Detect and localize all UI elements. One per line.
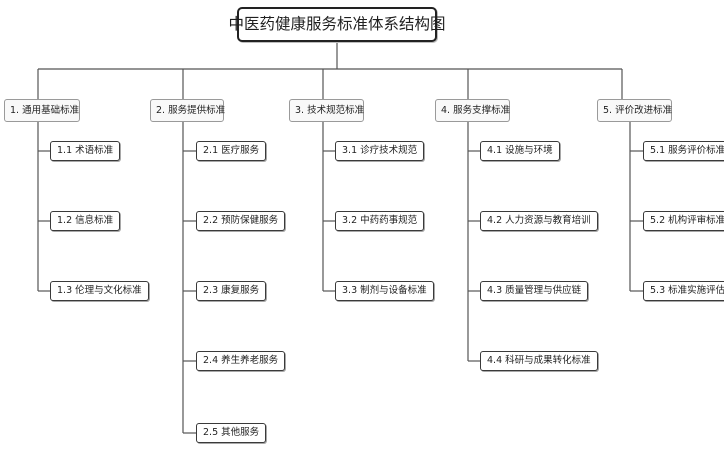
standard-node-1-3: 1.3 伦理与文化标准 — [50, 281, 149, 301]
standard-node-2-3: 2.3 康复服务 — [196, 281, 267, 301]
standard-node-4-2: 4.2 人力资源与教育培训 — [480, 211, 598, 231]
standard-node-4-1: 4.1 设施与环境 — [480, 141, 560, 161]
standard-node-3-3: 3.3 制剂与设备标准 — [335, 281, 434, 301]
category-node-technical-spec: 3. 技术规范标准 — [289, 99, 364, 122]
standard-node-3-2: 3.2 中药药事规范 — [335, 211, 425, 231]
category-node-service-provision: 2. 服务提供标准 — [150, 99, 225, 122]
standard-node-5-3: 5.3 标准实施评估 — [643, 281, 724, 301]
standard-node-2-2: 2.2 预防保健服务 — [196, 211, 286, 231]
standard-node-2-4: 2.4 养生养老服务 — [196, 351, 286, 371]
standard-node-4-3: 4.3 质量管理与供应链 — [480, 281, 589, 301]
standard-node-3-1: 3.1 诊疗技术规范 — [335, 141, 425, 161]
standard-node-1-1: 1.1 术语标准 — [50, 141, 121, 161]
category-node-service-support: 4. 服务支撑标准 — [435, 99, 510, 122]
standard-node-2-1: 2.1 医疗服务 — [196, 141, 267, 161]
standard-node-5-1: 5.1 服务评价标准 — [643, 141, 724, 161]
standard-node-4-4: 4.4 科研与成果转化标准 — [480, 351, 598, 371]
category-node-general-basic: 1. 通用基础标准 — [4, 99, 80, 122]
standard-node-1-2: 1.2 信息标准 — [50, 211, 121, 231]
standard-node-2-5: 2.5 其他服务 — [196, 423, 267, 443]
diagram-title: 中医药健康服务标准体系结构图 — [229, 7, 446, 42]
standard-node-5-2: 5.2 机构评审标准 — [643, 211, 724, 231]
category-node-evaluation-improvement: 5. 评价改进标准 — [597, 99, 672, 122]
